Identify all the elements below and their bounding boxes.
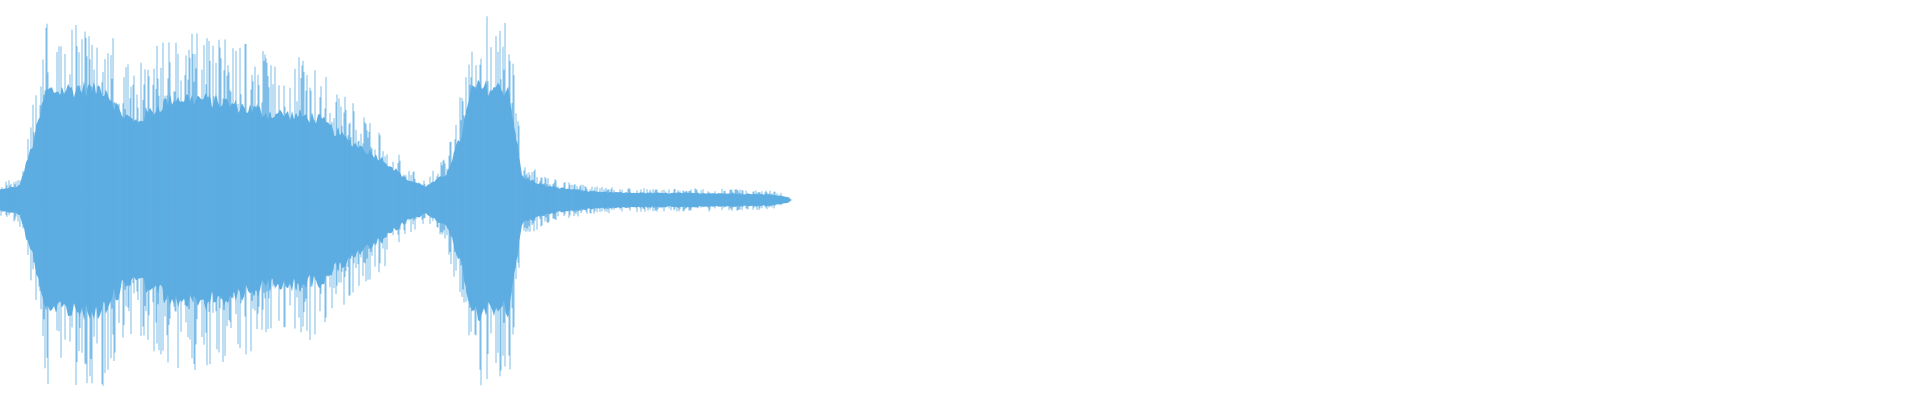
waveform-samples <box>0 16 1920 386</box>
